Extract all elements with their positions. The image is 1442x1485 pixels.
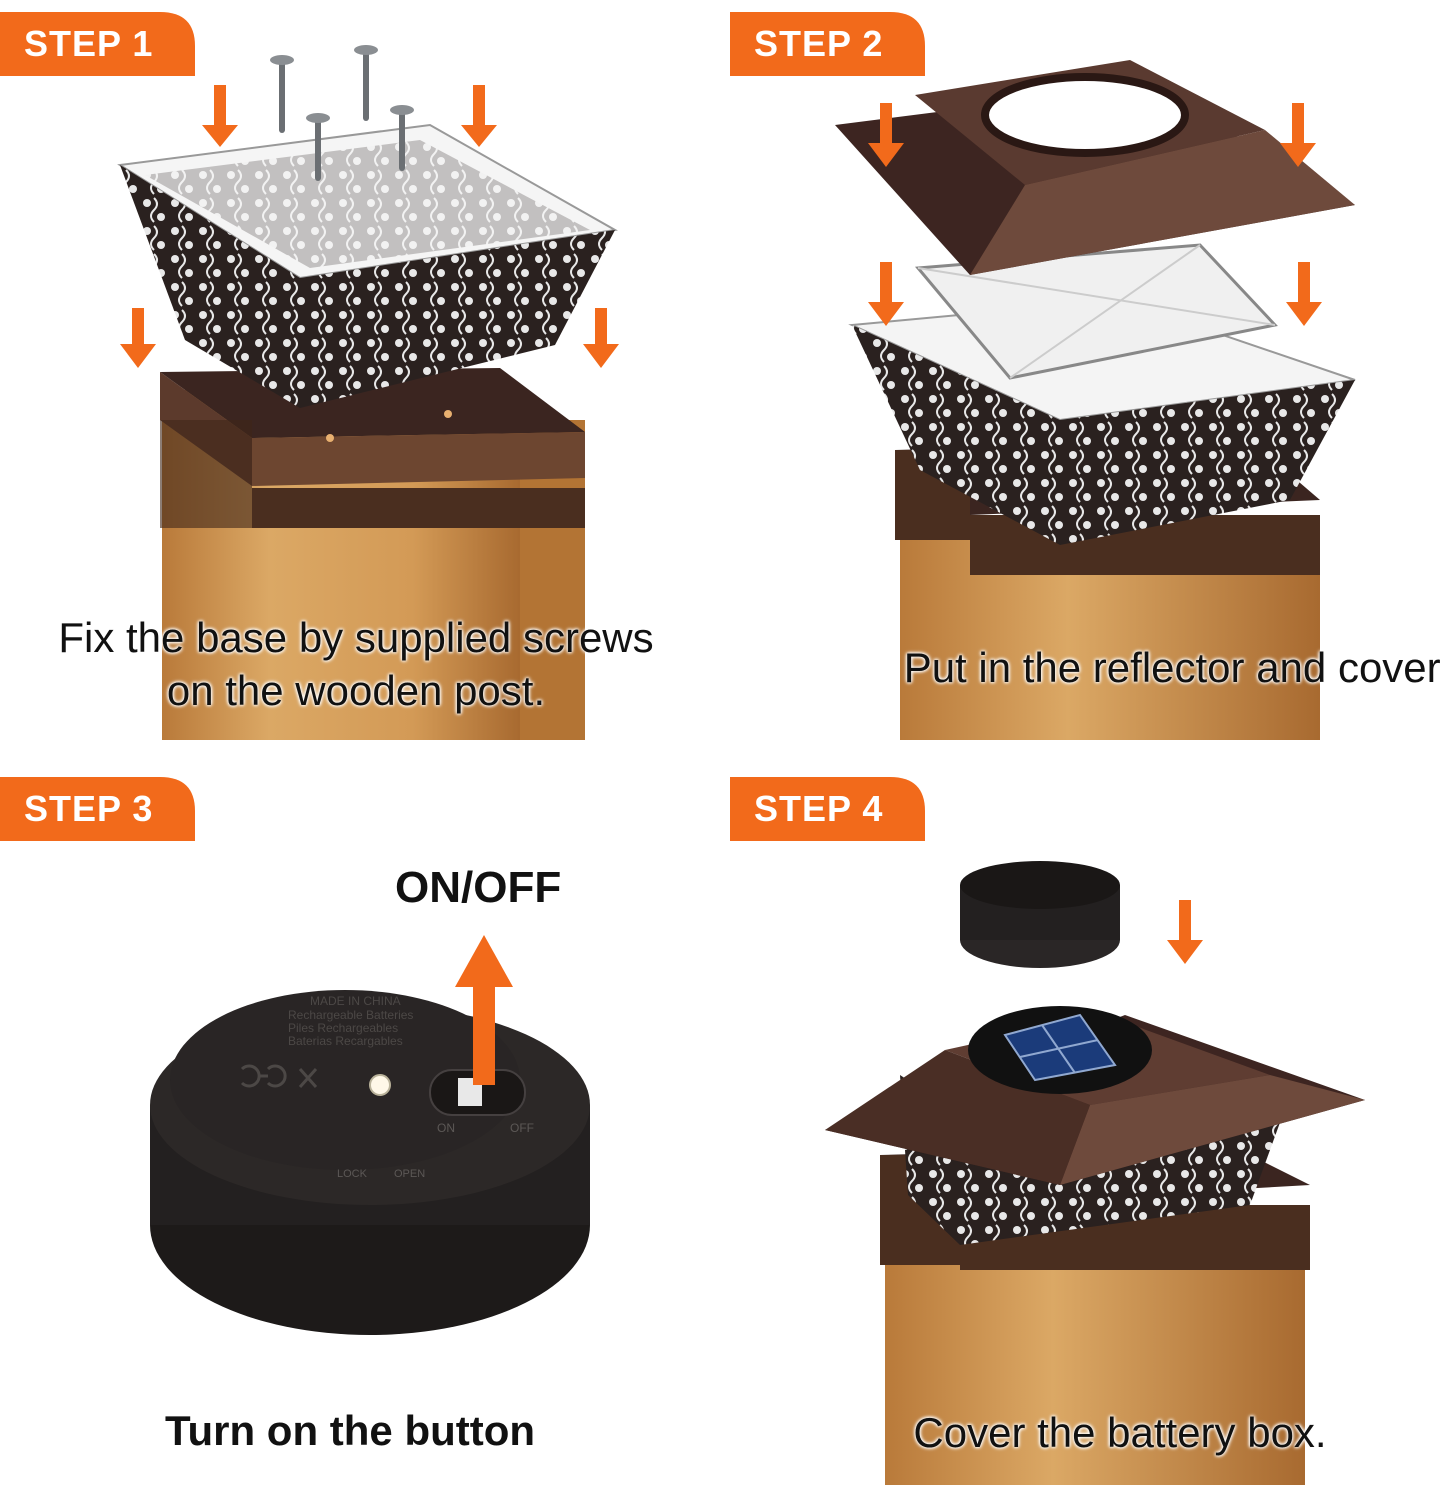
step-4-caption: Cover the battery box.	[913, 1409, 1327, 1456]
step-2-caption: Put in the reflector and cover.	[903, 644, 1442, 691]
screws	[279, 49, 405, 181]
battery-text-4: Baterias Recargables	[288, 1034, 403, 1048]
step-1-badge: STEP 1	[0, 12, 195, 76]
step-2-panel: STEP 2 Put in the reflector and cover.	[730, 0, 1442, 740]
step-1-panel: STEP 1 Fix the base by supplied screws o…	[0, 0, 712, 740]
step-4-illustration	[825, 861, 1365, 1485]
step-1-illustration	[117, 45, 619, 740]
step-3-illustration: MADE IN CHINA Rechargeable Batteries Pil…	[150, 935, 590, 1335]
down-arrow	[1167, 900, 1203, 964]
step-4-panel: STEP 4 Cover the battery box.	[730, 765, 1442, 1485]
battery-text-2: Rechargeable Batteries	[288, 1008, 413, 1022]
battery-box	[960, 861, 1120, 909]
down-arrows	[868, 103, 1322, 326]
open-label: OPEN	[394, 1168, 425, 1180]
switch-on-label: ON	[437, 1121, 455, 1135]
step-3-badge: STEP 3	[0, 777, 195, 841]
led-icon	[369, 1074, 391, 1096]
step-2-badge: STEP 2	[730, 12, 925, 76]
step-3-caption: Turn on the button	[164, 1407, 536, 1454]
step-4-badge: STEP 4	[730, 777, 925, 841]
step-2-illustration	[835, 60, 1356, 740]
up-arrow	[455, 935, 513, 1085]
cover-hole	[981, 73, 1189, 157]
switch-off-label: OFF	[510, 1121, 534, 1135]
step-3-panel: MADE IN CHINA Rechargeable Batteries Pil…	[0, 765, 712, 1485]
battery-text-3: Piles Rechargeables	[288, 1021, 398, 1035]
ce-mark	[240, 1064, 318, 1088]
battery-box	[170, 990, 520, 1170]
on-off-label: ON/OFF	[395, 863, 562, 912]
battery-label: MADE IN CHINA Rechargeable Batteries Pil…	[288, 994, 413, 1048]
battery-text-1: MADE IN CHINA	[310, 994, 401, 1008]
down-arrows	[120, 85, 619, 368]
step-1-caption: Fix the base by supplied screws on the w…	[58, 614, 654, 714]
lock-label: LOCK	[337, 1168, 368, 1180]
